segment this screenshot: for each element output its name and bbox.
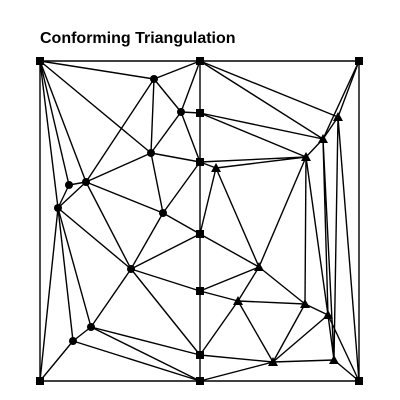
mesh-edge [85,78,155,183]
mesh-edge [258,266,306,305]
vertex-triangle-marker [300,299,310,308]
mesh-edge [180,60,201,113]
vertex-square-marker [36,57,44,65]
mesh-edge [237,300,306,305]
mesh-edge [272,359,335,363]
mesh-edge [130,212,164,270]
vertex-circle-marker [159,209,167,217]
mesh-edge [180,111,201,163]
mesh-edge [199,112,307,158]
mesh-edge [85,181,132,270]
mesh-edge [199,354,274,363]
mesh-edge [237,266,260,302]
vertex-square-marker [355,377,363,385]
vertex-triangle-marker [268,357,278,366]
mesh-edge [153,78,182,113]
vertex-circle-marker [150,75,158,83]
mesh-edge [199,112,324,140]
mesh-edge [39,340,74,382]
mesh-edge [130,268,201,356]
mesh-edge [150,152,201,163]
vertex-triangle-marker [211,163,221,172]
mesh-edge [130,268,201,292]
vertex-triangle-marker [329,355,339,364]
vertex-triangle-marker [233,296,243,305]
mesh-edge [272,314,329,363]
mesh-edge [305,156,329,316]
mesh-edge [199,167,217,235]
vertex-circle-marker [87,323,95,331]
mesh-edge [90,268,132,328]
mesh-edge [150,78,155,154]
mesh-edge [57,207,74,342]
vertex-square-marker [196,377,204,385]
mesh-edge [199,266,260,292]
mesh-edge [272,303,306,363]
mesh-edge [337,60,360,118]
mesh-edge [153,60,201,80]
mesh-edge [199,361,274,382]
mesh-edge [39,60,70,186]
mesh-edge [57,181,87,209]
mesh-edge [39,60,152,154]
mesh-edge [39,60,87,183]
mesh-edge [327,314,360,382]
mesh-edge [322,60,360,140]
mesh-edge [90,326,201,356]
mesh-edge [237,300,274,363]
mesh-edge [333,116,339,361]
mesh-edge [85,152,152,183]
mesh-edge [72,340,201,382]
mesh-edge [150,111,182,154]
mesh-edge [199,60,339,118]
vertex-square-marker [196,230,204,238]
vertex-triangle-marker [254,262,264,271]
mesh-edge [337,116,360,382]
vertex-triangle-marker [301,152,311,161]
vertex-circle-marker [65,181,73,189]
mesh-edge [215,167,260,268]
mesh-edge [199,156,307,163]
mesh-edge [162,161,201,214]
mesh-edge [304,156,307,305]
mesh-edge [85,181,164,214]
vertex-triangle-marker [318,134,328,143]
mesh-edge [215,156,307,169]
vertex-circle-marker [69,337,77,345]
mesh-edge [57,207,132,270]
vertex-square-marker [196,158,204,166]
mesh-edge [199,290,239,302]
mesh-edge [90,326,201,382]
mesh-edge [304,303,329,316]
vertex-square-marker [196,57,204,65]
vertices-layer [36,57,363,385]
mesh-edge [199,300,239,356]
vertex-square-marker [355,57,363,65]
vertex-triangle-marker [323,310,333,319]
vertex-square-marker [196,351,204,359]
vertex-square-marker [196,287,204,295]
mesh-edge [57,184,70,209]
mesh-edge [39,207,59,382]
vertex-square-marker [36,377,44,385]
mesh-edge [39,60,155,80]
mesh-edge [150,152,164,214]
mesh-edge [162,212,201,235]
vertex-triangle-marker [333,112,343,121]
mesh-edge [199,60,324,140]
mesh-edge [130,233,201,270]
vertex-circle-marker [82,178,90,186]
mesh-edge [39,60,59,209]
vertex-square-marker [196,109,204,117]
mesh-edge [57,207,92,328]
figure-title: Conforming Triangulation [40,30,236,47]
vertex-circle-marker [54,204,62,212]
vertex-circle-marker [177,108,185,116]
vertex-circle-marker [127,265,135,273]
vertex-circle-marker [147,149,155,157]
mesh-edge [322,138,335,361]
mesh-edge [199,233,260,268]
mesh-edge [258,156,307,268]
